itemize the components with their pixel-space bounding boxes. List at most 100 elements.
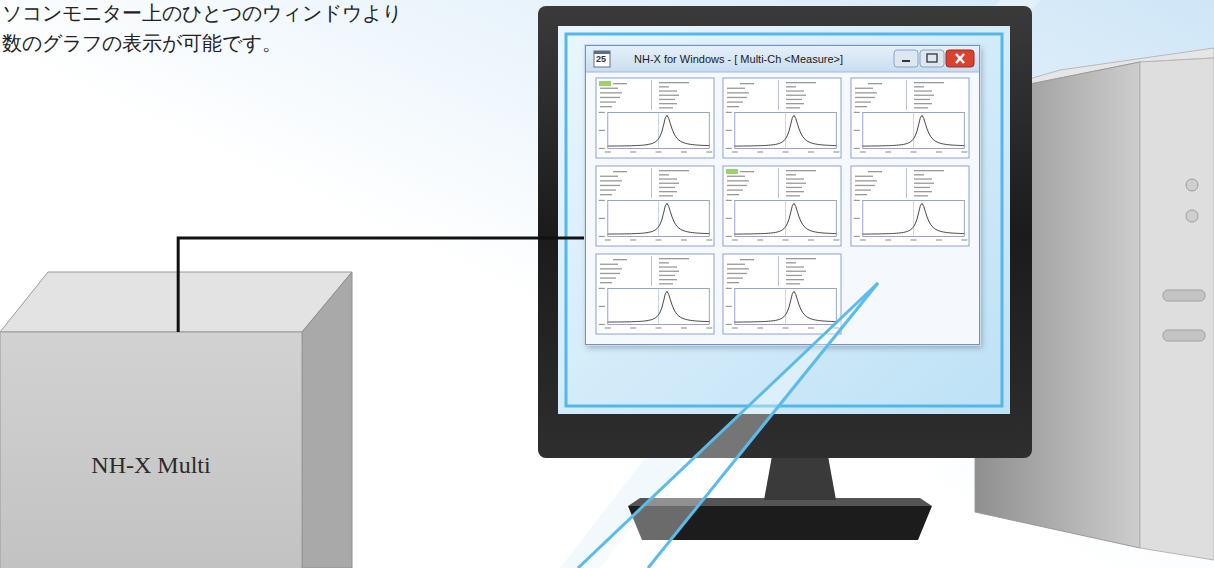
panel-text-line xyxy=(786,191,804,192)
tick-label xyxy=(681,327,687,328)
drive-slot xyxy=(1163,290,1205,301)
panel-text-line xyxy=(600,273,620,274)
plot-axes xyxy=(608,200,709,236)
graph-panel-frame xyxy=(723,166,841,246)
graph-panel xyxy=(723,254,841,334)
panel-text-line xyxy=(914,107,928,108)
panel-text-line xyxy=(914,191,932,192)
panel-text-line xyxy=(659,90,677,91)
tick-label xyxy=(726,236,732,237)
callout-line xyxy=(578,283,878,568)
panel-text-line xyxy=(786,95,806,96)
panel-divider xyxy=(651,256,652,286)
plot-axes xyxy=(735,200,836,236)
panel-text-line xyxy=(740,83,754,84)
panel-text-line xyxy=(659,170,689,171)
panel-text-line xyxy=(659,275,675,276)
panel-text-line xyxy=(659,86,669,87)
monitor xyxy=(538,6,1032,540)
panel-text-line xyxy=(855,88,873,89)
panel-text-line xyxy=(786,195,800,196)
tick-label xyxy=(854,218,860,219)
tick-label xyxy=(854,236,860,237)
maximize-button xyxy=(920,50,944,67)
center-marker xyxy=(658,288,659,324)
center-marker xyxy=(658,112,659,148)
tick-label xyxy=(860,151,866,152)
panel-text-line xyxy=(659,99,675,100)
panel-text-line xyxy=(786,178,804,179)
tick-label xyxy=(732,327,738,328)
tick-label xyxy=(885,239,891,240)
panel-text-line xyxy=(914,99,930,100)
plot-axes xyxy=(863,200,964,236)
panel-text-line xyxy=(600,194,612,195)
panel-text-line xyxy=(613,171,627,172)
center-marker xyxy=(785,200,786,236)
panel-text-line xyxy=(786,170,816,171)
panel-text-line xyxy=(659,271,679,272)
spectrum-curve xyxy=(735,115,836,146)
tick-label xyxy=(599,130,605,131)
panel-text-line xyxy=(727,106,739,107)
tick-label xyxy=(885,151,891,152)
tick-label xyxy=(726,130,732,131)
center-marker xyxy=(785,112,786,148)
tick-label xyxy=(706,327,712,328)
panel-divider xyxy=(778,168,779,198)
unit-side xyxy=(302,272,352,568)
tick-label xyxy=(726,306,732,307)
tick-label xyxy=(706,239,712,240)
panel-text-line xyxy=(786,283,800,284)
panel-text-line xyxy=(727,189,743,190)
panel-text-line xyxy=(914,195,928,196)
tick-label xyxy=(808,151,814,152)
panel-text-line xyxy=(600,97,620,98)
panel-text-line xyxy=(659,95,679,96)
panel-text-line xyxy=(786,275,802,276)
graph-panel-frame xyxy=(723,78,841,158)
panel-text-line xyxy=(659,283,673,284)
panel-divider xyxy=(906,168,907,198)
power-button xyxy=(1186,179,1198,191)
panel-text-line xyxy=(786,187,802,188)
panel-divider xyxy=(651,168,652,198)
panel-text-line xyxy=(786,90,804,91)
tick-label xyxy=(911,151,917,152)
panel-text-line xyxy=(600,268,622,269)
center-marker xyxy=(913,200,914,236)
panel-text-line xyxy=(600,106,612,107)
screen-frame xyxy=(566,34,1002,406)
tick-label xyxy=(833,239,839,240)
panel-text-line xyxy=(914,103,932,104)
tick-label xyxy=(783,239,789,240)
window-title: NH-X for Windows - [ Multi-Ch <Measure>] xyxy=(634,51,843,67)
active-tag xyxy=(726,169,738,174)
tick-label xyxy=(656,327,662,328)
panel-text-line xyxy=(659,258,689,259)
graph-panel-frame xyxy=(596,254,714,334)
tick-label xyxy=(630,327,636,328)
panel-text-line xyxy=(740,259,754,260)
graph-panel xyxy=(851,166,969,246)
graph-panel-frame xyxy=(596,78,714,158)
panel-text-line xyxy=(914,178,932,179)
tick-label xyxy=(833,151,839,152)
tick-label xyxy=(656,151,662,152)
panel-text-line xyxy=(600,185,620,186)
spectrum-curve xyxy=(735,291,836,322)
tower-front xyxy=(1140,58,1214,560)
tick-label xyxy=(726,148,732,149)
tick-label xyxy=(732,239,738,240)
panel-text-line xyxy=(613,83,627,84)
panel-text-line xyxy=(727,185,747,186)
tick-label xyxy=(599,200,605,201)
panel-text-line xyxy=(659,279,677,280)
panel-text-line xyxy=(914,170,944,171)
panel-divider xyxy=(651,80,652,110)
panel-text-line xyxy=(914,82,944,83)
panel-text-line xyxy=(600,88,618,89)
tick-label xyxy=(732,151,738,152)
panel-text-line xyxy=(914,95,934,96)
graph-panel-frame xyxy=(723,254,841,334)
